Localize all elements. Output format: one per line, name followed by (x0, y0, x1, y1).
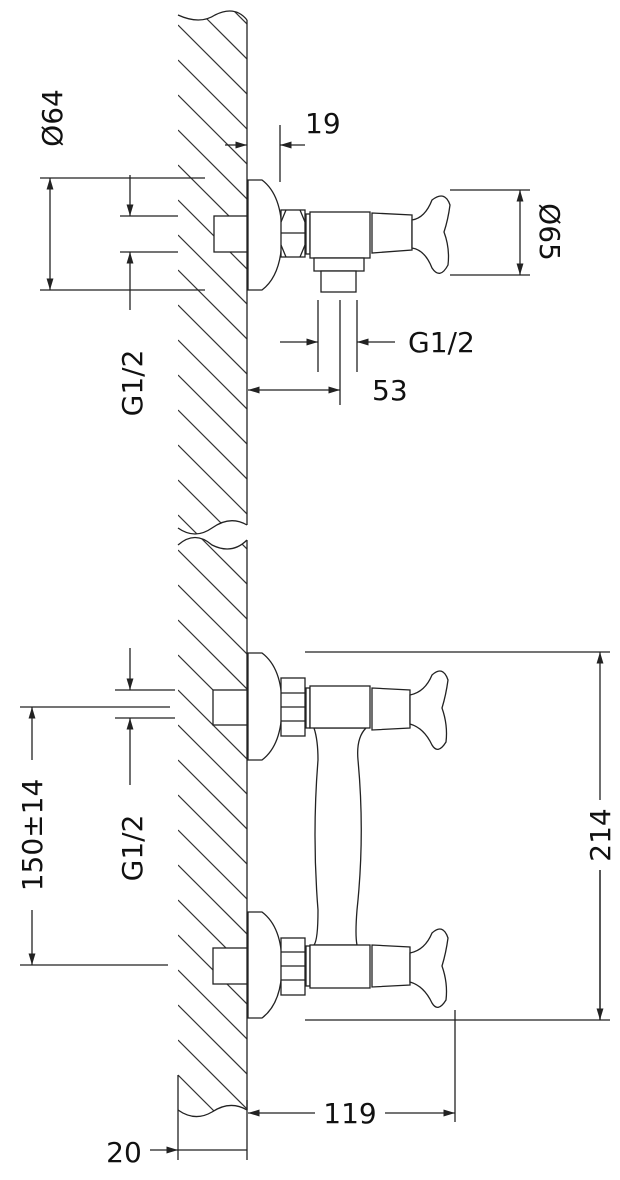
dim-outlet-thread: G1/2 (408, 326, 475, 359)
hatch-line (178, 304, 247, 376)
hatch-line (178, 234, 247, 306)
dim-escutcheon-diameter: Ø64 (36, 89, 69, 147)
hatch-line (178, 1109, 247, 1117)
hatch-line (178, 339, 247, 411)
hatch-line (178, 94, 247, 166)
hatch-line (178, 794, 247, 866)
hatch-line (178, 24, 247, 96)
hatch-line (178, 11, 247, 61)
hatch-line (178, 969, 247, 1041)
hatch-line (178, 864, 247, 936)
dim-inlet-thread-top: G1/2 (116, 350, 149, 417)
hatch-line (178, 514, 247, 534)
hatch-line (178, 1004, 247, 1076)
dim-outlet-offset: 53 (372, 374, 408, 407)
hatch-line (178, 584, 247, 656)
hatch-line (178, 759, 247, 831)
hatch-line (178, 619, 247, 691)
hatch-line (178, 409, 247, 481)
hatch-line (178, 829, 247, 901)
dim-wall-offset: 20 (106, 1136, 142, 1169)
hatch-line (178, 1074, 247, 1117)
top-view-valve (213, 179, 451, 293)
bottom-view-mixer (212, 652, 449, 1019)
hatch-line (178, 199, 247, 271)
hatch-line (178, 11, 247, 26)
hatch-line (178, 1039, 247, 1111)
wall-section (177, 10, 248, 1118)
hatch-line (178, 549, 247, 621)
hatch-line (178, 374, 247, 446)
hatch-line (178, 537, 247, 586)
hatch-line (178, 269, 247, 341)
dim-inlet-spacing: 150±14 (16, 779, 49, 892)
hatch-line (178, 59, 247, 131)
hatch-line (178, 444, 247, 516)
dimension-labels: Ø64 19 Ø65 G1/2 53 G1/2 G1/2 150±14 214 … (16, 89, 617, 1169)
dim-handle-diameter: Ø65 (533, 203, 566, 261)
hatch-line (178, 129, 247, 201)
dim-overall-height: 214 (584, 808, 617, 861)
hatch-line (178, 724, 247, 796)
dim-projection: 119 (323, 1097, 376, 1130)
dim-inlet-thread-bottom: G1/2 (116, 815, 149, 882)
hatch-line (178, 479, 247, 534)
dim-escutcheon-depth: 19 (305, 107, 341, 140)
dimension-lines (20, 125, 610, 1160)
